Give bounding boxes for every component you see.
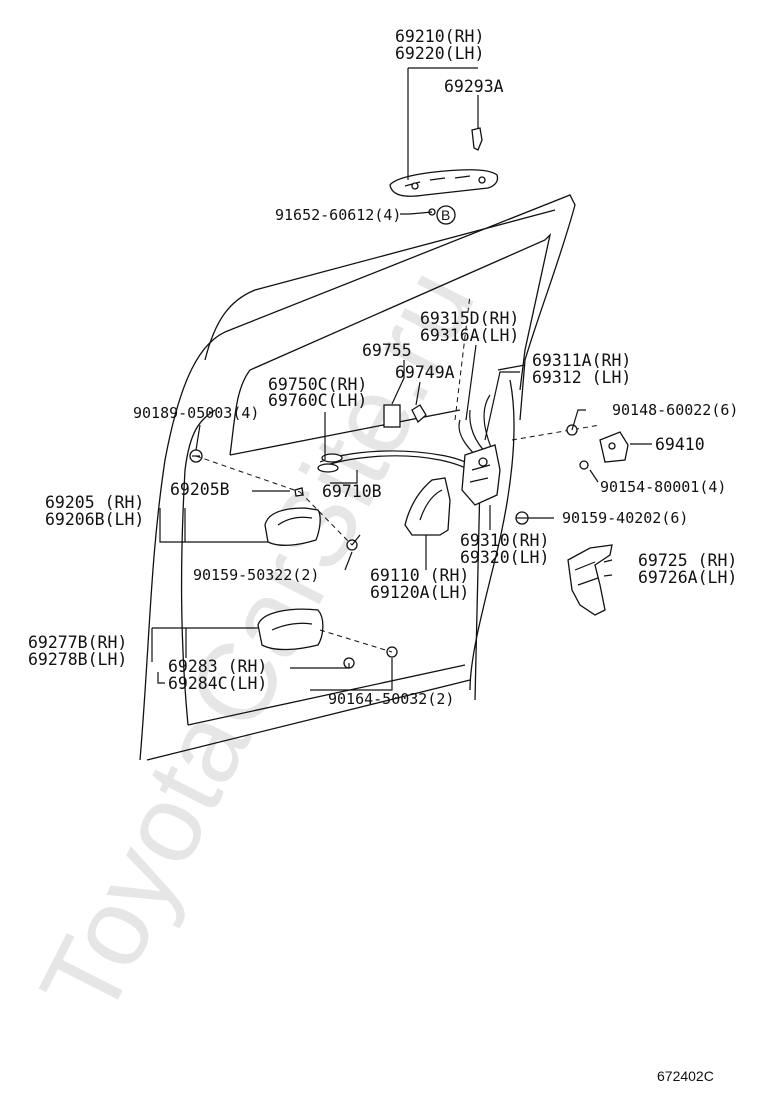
label-69725: 69725 (RH) [638, 551, 737, 570]
label-69205: 69205 (RH) [45, 493, 144, 512]
label-90159-40202: 90159-40202(6) [562, 509, 688, 527]
callout-b-letter: B [441, 207, 450, 223]
door-outline [139, 194, 576, 761]
diagram-code: 672402C [657, 1068, 714, 1084]
screw-90159-40202 [515, 511, 529, 525]
label-90148: 90148-60022(6) [612, 401, 738, 419]
label-69210: 69210(RH) [395, 27, 484, 46]
label-69284c: 69284C(LH) [168, 674, 267, 693]
label-69315d: 69315D(RH) [420, 309, 519, 328]
label-90164: 90164-50032(2) [328, 690, 454, 708]
label-69220: 69220(LH) [395, 44, 484, 63]
label-69755: 69755 [362, 341, 412, 360]
label-69760c: 69760C(LH) [268, 391, 367, 410]
label-90159-50322: 90159-50322(2) [193, 566, 319, 584]
lock-wire-harness [383, 404, 427, 428]
leader-lines [151, 67, 652, 691]
label-69410: 69410 [655, 435, 705, 454]
label-69205b: 69205B [170, 480, 230, 499]
label-69283: 69283 (RH) [168, 657, 267, 676]
label-69726a: 69726A(LH) [638, 568, 737, 587]
door-striker [599, 431, 629, 463]
label-69710b: 69710B [322, 482, 382, 501]
label-69206b: 69206B(LH) [45, 510, 144, 529]
label-69312: 69312 (LH) [532, 368, 631, 387]
outside-door-handle [389, 169, 499, 197]
label-69277b: 69277B(RH) [28, 633, 127, 652]
screw-90154 [579, 460, 589, 470]
label-90189: 90189-05003(4) [133, 404, 259, 422]
label-69278b: 69278B(LH) [28, 650, 127, 669]
handle-pad-clip [471, 127, 483, 151]
label-69310: 69310(RH) [460, 531, 549, 550]
lock-cover-panel [404, 477, 451, 536]
label-69293a: 69293A [444, 77, 504, 96]
label-69749a: 69749A [395, 363, 455, 382]
label-91652: 91652-60612(4) [275, 206, 401, 224]
lock-bracket [567, 544, 613, 616]
inside-handle-bezel [257, 608, 324, 651]
label-69750c: 69750C(RH) [268, 375, 367, 394]
label-69110: 69110 (RH) [370, 566, 469, 585]
label-69320: 69320(LH) [460, 548, 549, 567]
callout-circle-b [436, 205, 456, 225]
label-69311a: 69311A(RH) [532, 351, 631, 370]
label-69316a: 69316A(LH) [420, 326, 519, 345]
inside-door-handle [264, 507, 321, 546]
label-90154: 90154-80001(4) [600, 478, 726, 496]
label-69120a: 69120A(LH) [370, 583, 469, 602]
door-lock-assembly [461, 444, 501, 506]
part-labels: 69210(RH) 69220(LH) 69293A 91652-60612(4… [28, 27, 738, 1084]
